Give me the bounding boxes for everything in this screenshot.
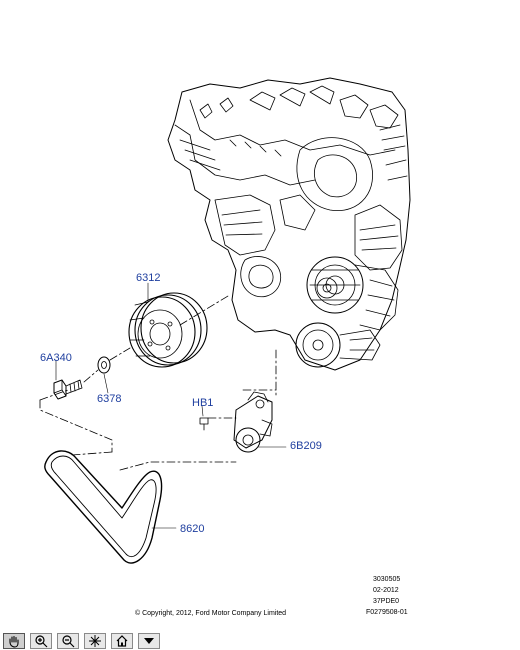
alternator bbox=[306, 256, 399, 331]
leader-lines bbox=[55, 282, 287, 529]
callout-6A340[interactable]: 6A340 bbox=[40, 352, 72, 364]
idler-pulley-upper bbox=[316, 277, 338, 299]
zoom-out-icon bbox=[62, 635, 75, 648]
callout-8620[interactable]: 8620 bbox=[180, 523, 205, 535]
pan-tool-button[interactable] bbox=[3, 633, 25, 649]
home-icon bbox=[116, 635, 128, 647]
crankshaft-pulley bbox=[128, 292, 208, 368]
drive-belt bbox=[44, 450, 163, 564]
zoom-in-icon bbox=[35, 635, 48, 648]
dropdown-icon bbox=[144, 638, 154, 644]
crankshaft-bolt bbox=[53, 379, 83, 400]
menu-dropdown-button[interactable] bbox=[138, 633, 160, 649]
doc-code: 3030505 bbox=[373, 576, 401, 583]
fit-icon bbox=[89, 635, 101, 647]
callout-HB1[interactable]: HB1 bbox=[192, 397, 214, 409]
doc-date: 02-2012 bbox=[373, 587, 399, 594]
viewer-toolbar bbox=[0, 632, 520, 650]
zoom-out-button[interactable] bbox=[57, 633, 79, 649]
figure-id: F0279508-01 bbox=[366, 609, 408, 616]
zoom-in-button[interactable] bbox=[30, 633, 52, 649]
hand-icon bbox=[9, 635, 19, 648]
callout-6312[interactable]: 6312 bbox=[136, 272, 161, 284]
copyright-notice: © Copyright, 2012, Ford Motor Company Li… bbox=[135, 610, 287, 617]
engine-code: 37PDE0 bbox=[373, 598, 400, 605]
tensioner-bolt bbox=[199, 417, 209, 431]
assembly-lines bbox=[39, 295, 277, 471]
callout-6378[interactable]: 6378 bbox=[97, 393, 122, 405]
engine-belt-diagram bbox=[39, 77, 411, 564]
home-button[interactable] bbox=[111, 633, 133, 649]
engine-block bbox=[167, 77, 411, 371]
idler-pulley-lower bbox=[295, 322, 381, 368]
callout-6B209[interactable]: 6B209 bbox=[290, 440, 322, 452]
washer bbox=[97, 356, 111, 374]
belt-tensioner bbox=[233, 391, 273, 453]
fit-view-button[interactable] bbox=[84, 633, 106, 649]
